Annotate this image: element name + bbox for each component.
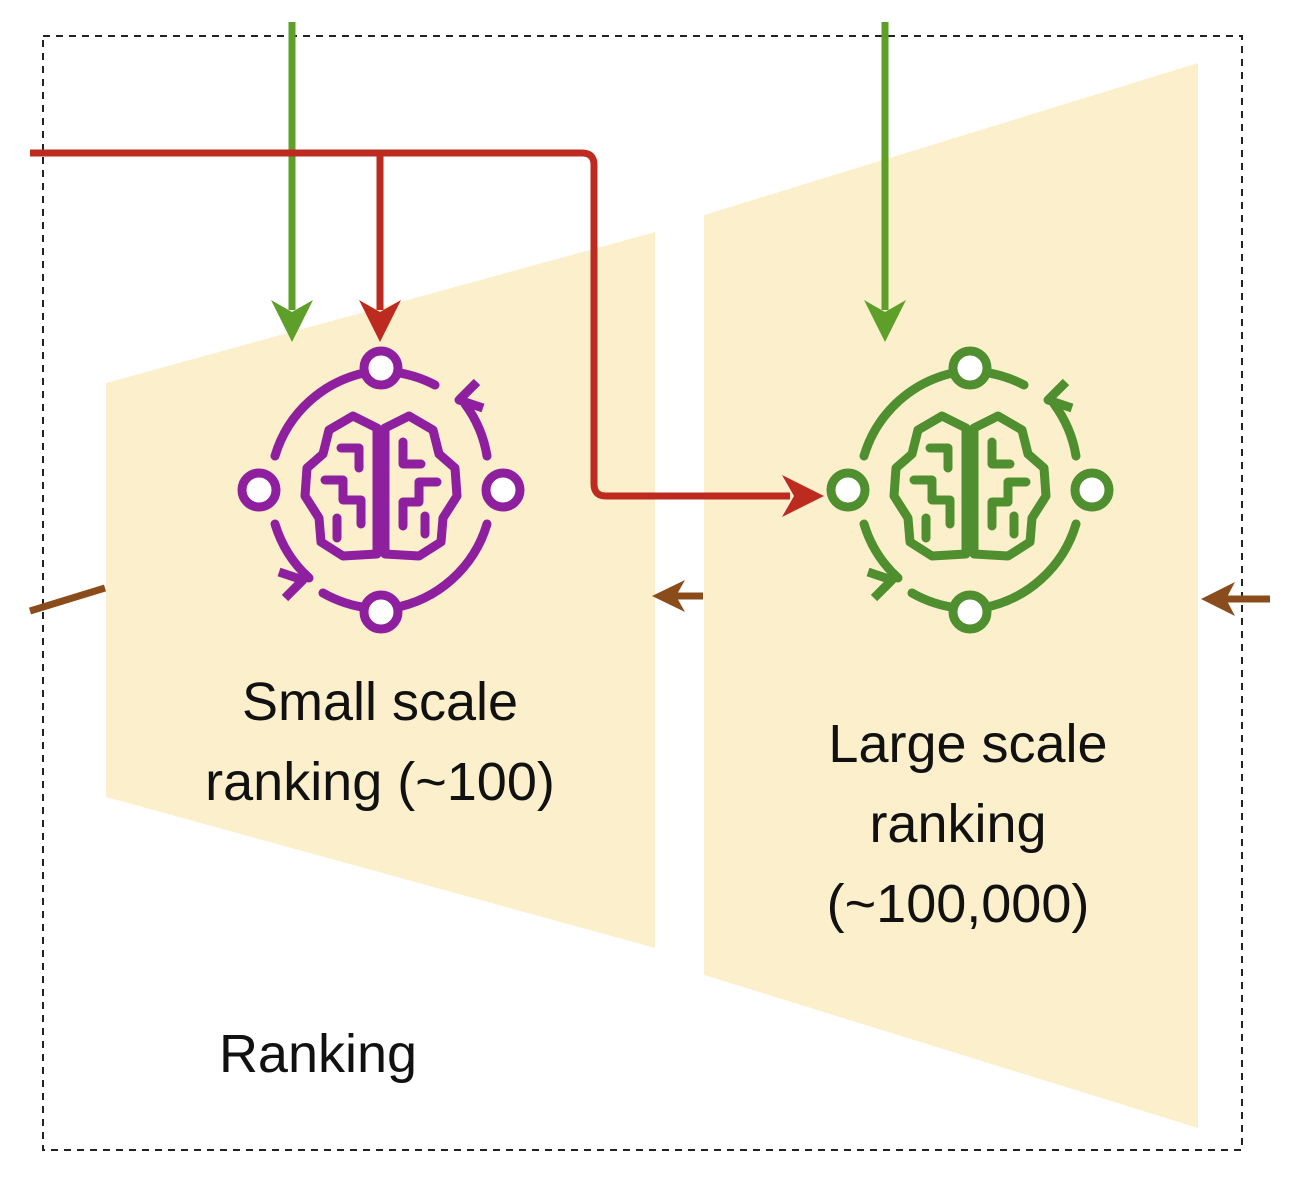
large-scale-label-line1: Large scale — [828, 714, 1107, 774]
red-arrow-small — [359, 153, 401, 342]
large-scale-trapezoid — [704, 63, 1198, 1128]
brown-arrow-right — [1201, 582, 1270, 616]
large-scale-label-line3: (~100,000) — [827, 874, 1090, 934]
green-arrow-small — [271, 22, 313, 342]
small-scale-label-line1: Small scale — [242, 672, 518, 732]
large-scale-label-line2: ranking — [869, 794, 1046, 854]
green-arrow-large — [864, 22, 906, 342]
brain-cycle-icon — [237, 346, 525, 634]
small-scale-trapezoid — [106, 232, 655, 948]
red-arrow-path — [30, 149, 824, 517]
brown-arrow-middle — [652, 580, 703, 612]
ranking-group-border — [42, 35, 1243, 1151]
brain-cycle-icon — [826, 346, 1114, 634]
ranking-group-label: Ranking — [219, 1024, 417, 1084]
small-scale-label-line2: ranking (~100) — [205, 752, 555, 812]
brown-arrow-left — [28, 584, 107, 615]
